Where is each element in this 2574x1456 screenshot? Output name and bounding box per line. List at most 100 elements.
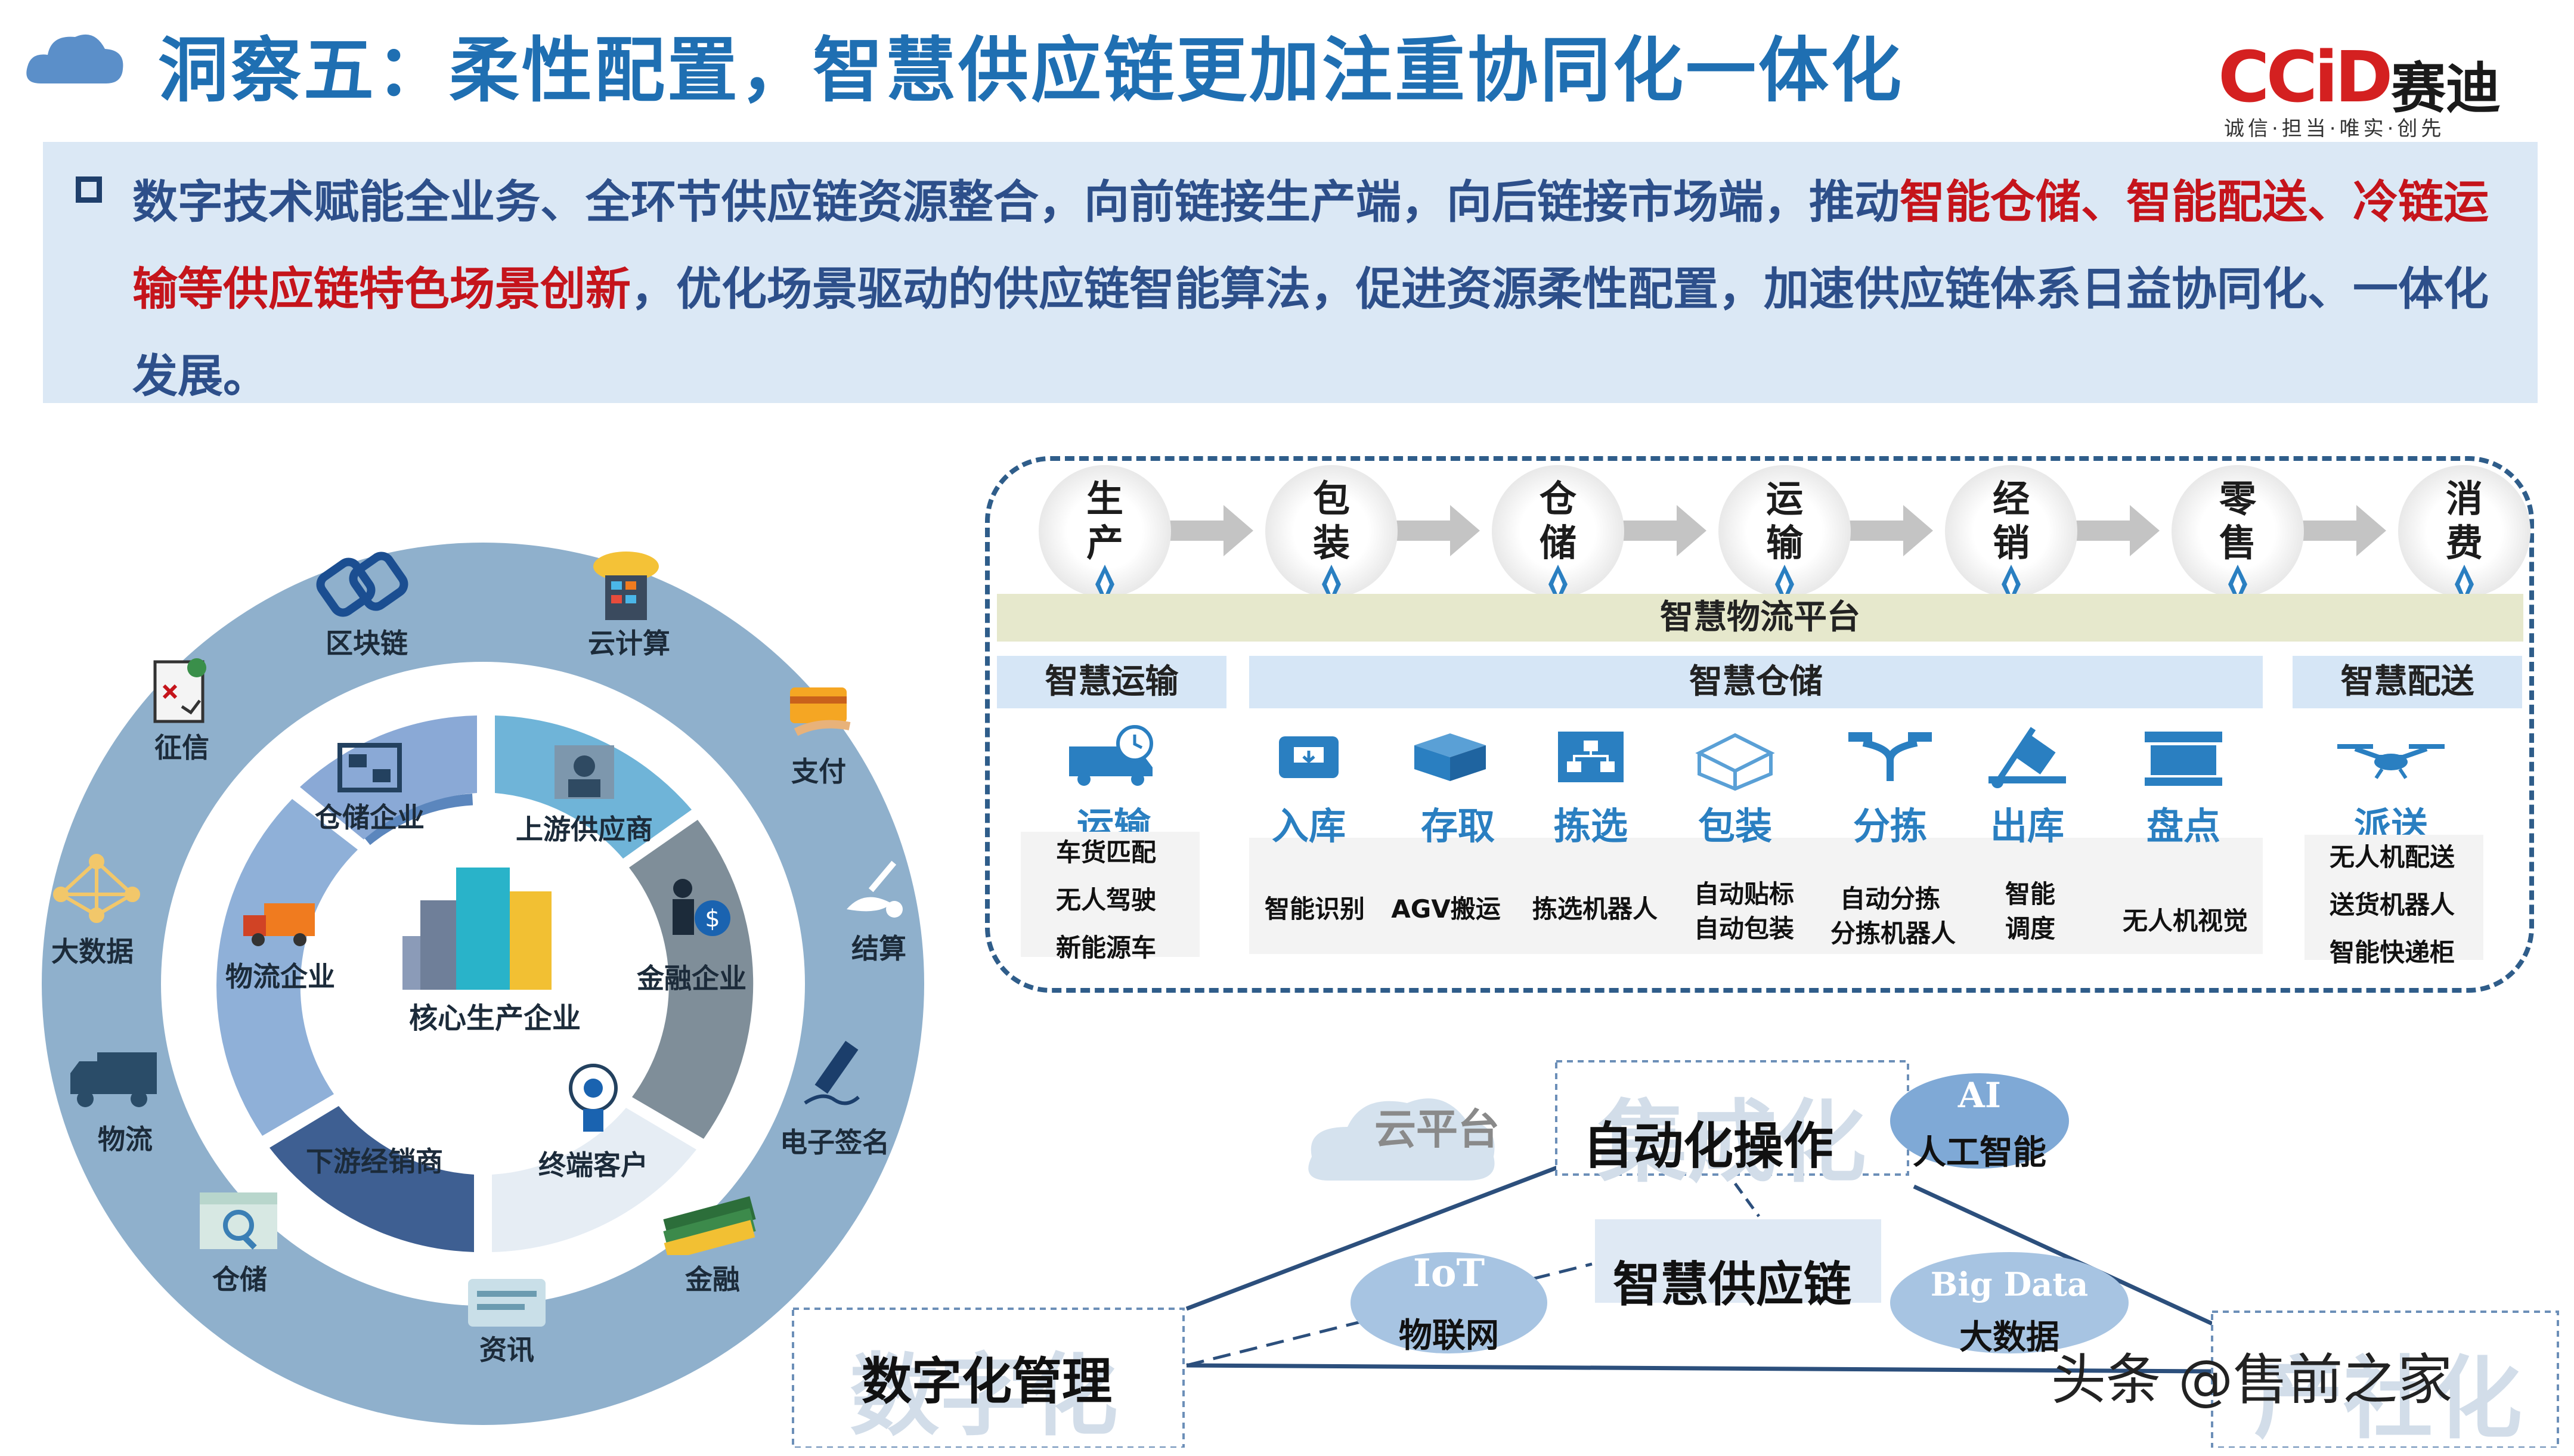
storage-packaging-sub-1: 自动贴标	[1693, 879, 1795, 909]
arrow-5-icon	[2070, 505, 2160, 556]
ring-outer-news: 资讯	[479, 1334, 534, 1366]
stage-retail: 零售	[2219, 477, 2256, 565]
section-smart-storage: 智慧仓储	[1249, 656, 2263, 708]
delivery-sub-1: 无人机配送	[2329, 842, 2455, 872]
storage-inventory-sub: 无人机视觉	[2122, 906, 2248, 935]
summary-part1: 数字技术赋能全业务、全环节供应链资源整合，向前链接生产端，向后链接市场端，推动	[132, 175, 1900, 228]
bigdata-en-label: Big Data	[1930, 1265, 2089, 1303]
storage-picking-sub: 拣选机器人	[1532, 894, 1658, 924]
money-stack-icon	[663, 1196, 756, 1255]
link-left-top	[1185, 1163, 1563, 1311]
storage-picking-label: 拣选	[1553, 804, 1628, 848]
delivery-sub-panel	[2304, 835, 2483, 960]
summary-highlight1: 智能仓储、	[1900, 175, 2126, 228]
center-label: 智慧供应链	[1613, 1257, 1851, 1312]
link-top-right	[1913, 1184, 2213, 1326]
drone-icon	[2337, 744, 2445, 779]
ai-en-label: AI	[1957, 1075, 2002, 1116]
sorting-split-icon	[1848, 732, 1932, 781]
smart-supply-chain-diagram	[792, 1060, 2559, 1448]
logistics-platform-bar: 智慧物流平台	[997, 594, 2523, 642]
payment-card-icon	[790, 687, 851, 736]
storage-packaging-sub-2: 自动包装	[1693, 914, 1795, 943]
ring-center-label: 核心生产企业	[408, 1002, 581, 1035]
ring-inner-customer: 终端客户	[538, 1149, 648, 1181]
stage-arrows	[1164, 505, 2386, 556]
arrow-4-icon	[1844, 505, 1933, 556]
packaging-box-icon	[1695, 733, 1775, 791]
ring-outer-payment: 支付	[791, 755, 846, 788]
bigdata-cn-label: 大数据	[1959, 1318, 2059, 1357]
link-top-center	[1733, 1182, 1761, 1218]
ring-inner-downstream: 下游经销商	[306, 1145, 443, 1178]
news-chat-icon	[468, 1279, 546, 1327]
top-box-label: 自动化操作	[1582, 1117, 1834, 1175]
stage-transport: 运输	[1765, 477, 1803, 565]
title-bar: 洞察五：柔性配置，智慧供应链更加注重协同化一体化 CCiD 赛迪 诚信·担当·唯…	[0, 0, 2574, 141]
outbound-dolly-icon	[1988, 727, 2066, 788]
transport-sub-panel	[1021, 832, 1200, 957]
factory-building-icon	[402, 868, 552, 990]
cloud-logo-icon	[26, 34, 123, 83]
transport-sub-3: 新能源车	[1055, 933, 1157, 962]
delivery-truck-icon	[243, 903, 315, 946]
ring-inner-finance: 金融企业	[637, 962, 747, 995]
storage-box-icon	[1414, 733, 1486, 781]
left-box-label: 数字化管理	[861, 1352, 1113, 1411]
left-box-frame	[792, 1308, 1185, 1448]
stage-storage: 仓储	[1539, 477, 1576, 565]
ring-outer-logistics: 物流	[98, 1123, 153, 1155]
sector-logistics	[216, 799, 358, 1136]
inbound-tray-icon	[1279, 736, 1339, 778]
ring-inner-warehouse: 仓储企业	[315, 801, 425, 834]
summary-part2: ，优化场景驱动的供应链智能算法，促进资源柔性配置，加速供应链体系日益协同化、一体…	[132, 262, 2489, 402]
sector-customer	[492, 1108, 696, 1252]
logo-main-text: CCiD	[2218, 36, 2393, 118]
right-box-ghost-text: 产社化	[2253, 1347, 2523, 1451]
warehouse-search-icon	[200, 1192, 277, 1250]
iot-en-label: IoT	[1413, 1251, 1485, 1296]
section-smart-transport: 智慧运输	[997, 656, 1226, 708]
arrow-1-icon	[1164, 505, 1253, 556]
ring-outer-blockchain: 区块链	[326, 627, 408, 659]
cloud-computing-icon	[593, 552, 659, 620]
storage-inbound-sub: 智能识别	[1264, 894, 1365, 924]
transport-sub-1: 车货匹配	[1055, 838, 1157, 867]
storage-access-label: 存取	[1420, 804, 1495, 848]
stage-production: 生产	[1086, 477, 1123, 565]
right-box-frame	[2211, 1311, 2559, 1448]
left-box-ghost-text: 数字化	[849, 1345, 1119, 1448]
ring-outer-cloud: 云计算	[588, 627, 670, 659]
inventory-counter-icon	[2145, 732, 2222, 786]
logo-chinese-text: 赛迪	[2391, 57, 2501, 120]
svg-text:$: $	[705, 905, 720, 933]
stage-distribution: 经销	[1992, 477, 2030, 565]
summary-panel: 数字技术赋能全业务、全环节供应链资源整合，向前链接生产端，向后链接市场端，推动智…	[43, 142, 2538, 403]
big-data-network-icon	[53, 854, 140, 923]
section-smart-delivery: 智慧配送	[2293, 656, 2522, 708]
summary-highlight2: 智能配送、冷链运输等供应链特色场景创新	[132, 175, 2489, 315]
stage-consumption: 消费	[2445, 477, 2483, 565]
picking-hierarchy-icon	[1558, 732, 1624, 782]
logistics-truck-icon	[70, 1052, 157, 1107]
ring-outer-settlement: 结算	[851, 933, 906, 965]
e-signature-pen-icon	[804, 1040, 860, 1105]
ring-outer-warehouse: 仓储	[212, 1263, 267, 1296]
bigdata-ellipse	[1890, 1252, 2129, 1353]
top-box-frame	[1555, 1060, 1909, 1176]
stage-packaging: 包装	[1312, 477, 1350, 565]
storage-outbound-label: 出库	[1990, 804, 2065, 848]
ccid-logo: CCiD 赛迪 诚信·担当·唯实·创先	[2218, 36, 2528, 141]
blockchain-icon	[316, 552, 408, 617]
delivery-van-clock-icon	[1069, 725, 1153, 786]
storage-sorting-sub-1: 自动分拣	[1839, 884, 1941, 913]
summary-text: 数字技术赋能全业务、全环节供应链资源整合，向前链接生产端，向后链接市场端，推动智…	[132, 159, 2505, 420]
arrow-3-icon	[1617, 505, 1706, 556]
center-box-frame	[1595, 1219, 1881, 1303]
arrow-2-icon	[1390, 505, 1480, 556]
ring-outer-esign: 电子签名	[780, 1126, 890, 1158]
square-bullet-icon	[76, 176, 102, 203]
arrow-6-icon	[2297, 505, 2386, 556]
customer-target-icon	[569, 1064, 618, 1132]
finance-businessman-icon: $	[673, 879, 730, 936]
